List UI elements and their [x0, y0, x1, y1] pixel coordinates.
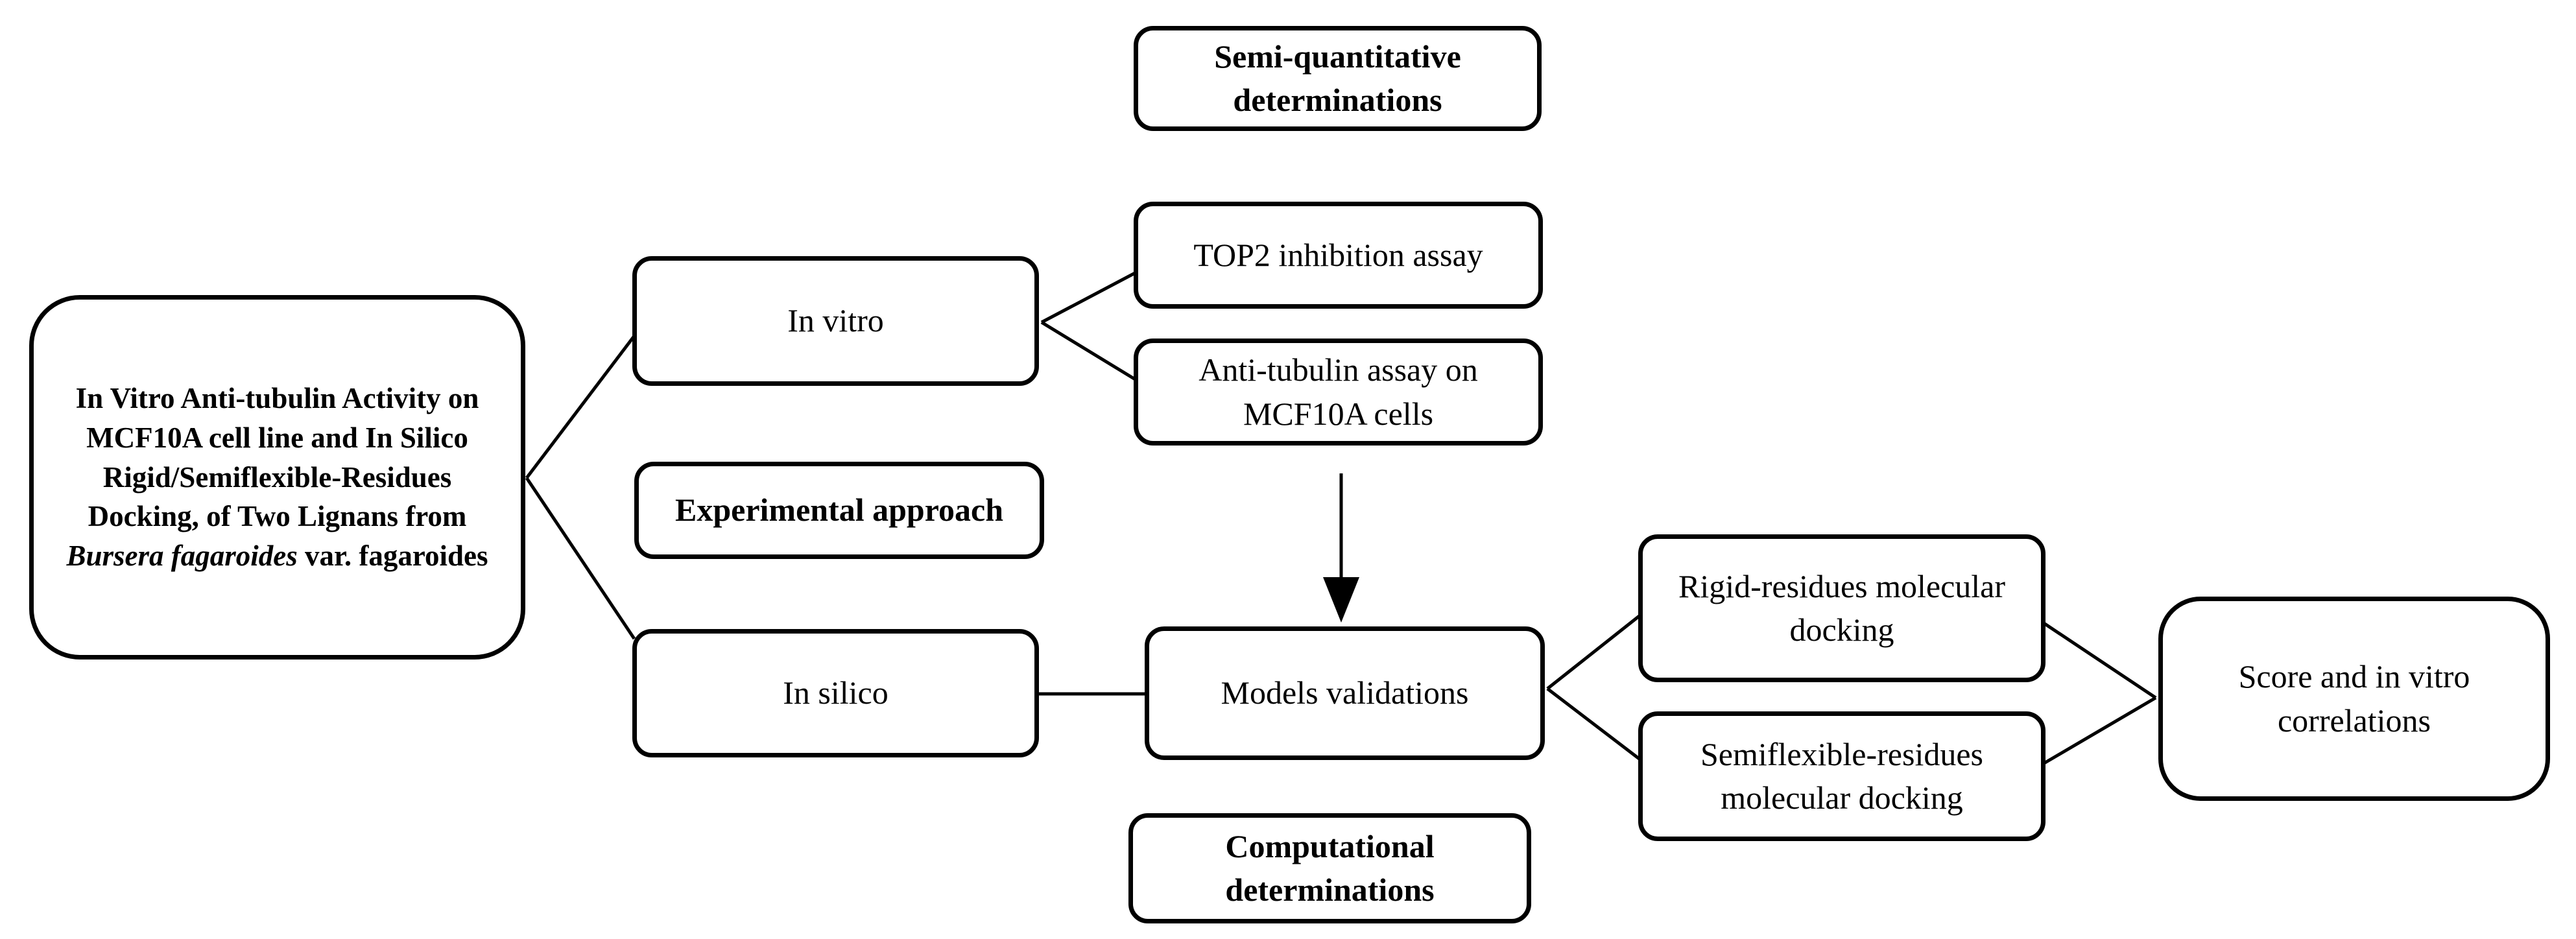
node-semi-quantitative-label: Semi-quantitative determinations — [1214, 38, 1461, 119]
node-anti-tubulin-label: Anti-tubulin assay on MCF10A cells — [1199, 351, 1478, 432]
node-computational-determinations: Computational determinations — [1128, 813, 1531, 923]
connector-in-vitro-to-top2 — [1040, 270, 1138, 324]
study-title-part1: In Vitro Anti-tubulin Activity on MCF10A… — [75, 382, 479, 533]
node-anti-tubulin-assay: Anti-tubulin assay on MCF10A cells — [1134, 339, 1543, 446]
node-models-validations: Models validations — [1145, 626, 1545, 760]
node-top2-inhibition-assay: TOP2 inhibition assay — [1134, 202, 1543, 309]
node-experimental-approach: Experimental approach — [634, 462, 1044, 559]
connector-semiflexible-to-score — [2042, 696, 2157, 766]
node-semi-quantitative-determinations: Semi-quantitative determinations — [1134, 26, 1542, 131]
node-rigid-label: Rigid-residues molecular docking — [1678, 567, 2006, 648]
connector-models-to-rigid — [1546, 613, 1642, 690]
study-title-species-italic: Bursera fagaroides — [66, 540, 298, 573]
node-top2-label: TOP2 inhibition assay — [1193, 236, 1483, 273]
node-in-vitro: In vitro — [632, 256, 1039, 386]
study-title-text: In Vitro Anti-tubulin Activity on MCF10A… — [56, 379, 499, 576]
node-in-silico-label: In silico — [783, 674, 888, 711]
node-score-label: Score and in vitro correlations — [2238, 658, 2470, 739]
node-models-validations-label: Models validations — [1221, 674, 1469, 711]
node-in-silico: In silico — [632, 629, 1039, 757]
node-in-vitro-label: In vitro — [787, 302, 884, 339]
node-semiflexible-residues-docking: Semiflexible-residues molecular docking — [1638, 711, 2045, 841]
connector-rigid-to-score — [2042, 621, 2157, 700]
node-experimental-approach-label: Experimental approach — [674, 492, 1004, 529]
node-study-title: In Vitro Anti-tubulin Activity on MCF10A… — [29, 295, 525, 660]
node-computational-label: Computational determinations — [1225, 827, 1435, 909]
connector-in-vitro-to-anti-tubulin — [1040, 320, 1138, 382]
node-semiflexible-label: Semiflexible-residues molecular docking — [1700, 735, 1983, 816]
connector-title-to-in-vitro — [525, 335, 636, 479]
study-title-part2: var. fagaroides — [297, 540, 488, 573]
node-score-correlations: Score and in vitro correlations — [2158, 597, 2550, 801]
connector-title-to-in-silico — [525, 477, 636, 640]
connector-models-to-semiflexible — [1546, 687, 1642, 761]
arrow-anti-tubulin-to-models-head — [1323, 577, 1359, 623]
node-rigid-residues-docking: Rigid-residues molecular docking — [1638, 534, 2045, 682]
